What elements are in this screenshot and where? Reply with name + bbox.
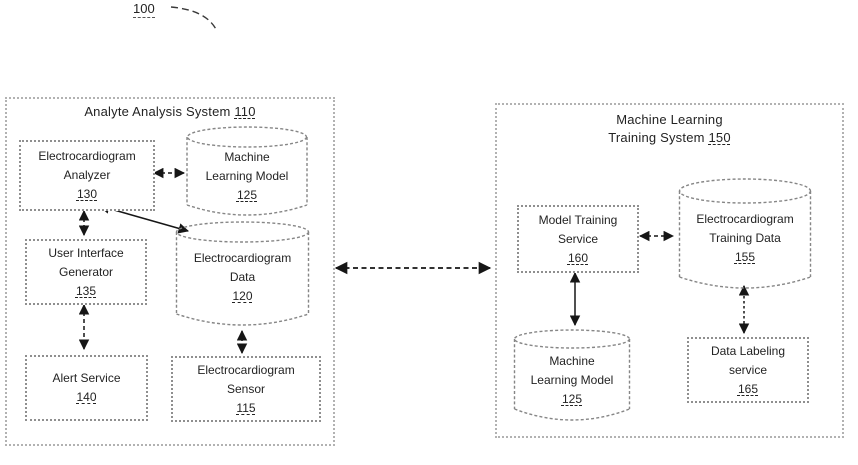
node-number: 120	[232, 289, 253, 303]
node-number: 160	[567, 250, 589, 265]
node-data-labeling-service: Data Labeling service 165	[687, 337, 809, 403]
training-system-title: Machine Learning Training System 150	[497, 111, 842, 147]
node-number: 155	[734, 250, 756, 264]
node-label-line: Analyzer	[63, 168, 111, 182]
figure-ref-label: 100	[133, 1, 155, 18]
node-label-line: Machine	[224, 150, 270, 164]
cylinder-icon	[186, 126, 308, 216]
node-number: 135	[75, 283, 97, 298]
node-label-line: User Interface	[48, 245, 124, 260]
node-label-line: Electrocardiogram	[38, 149, 136, 163]
node-machine-learning-model-right: Machine Learning Model 125	[513, 329, 631, 421]
analyte-system-title: Analyte Analysis System 110	[7, 103, 333, 121]
node-label-line: Electrocardiogram	[197, 362, 295, 377]
analyte-analysis-system-container: Analyte Analysis System 110	[5, 97, 335, 446]
cylinder-icon	[678, 178, 812, 289]
node-label-line: Electrocardiogram	[193, 251, 292, 265]
node-number: 130	[76, 187, 98, 201]
node-label-line: Learning Model	[205, 169, 289, 183]
node-label-line: service	[728, 362, 767, 377]
node-number: 140	[76, 390, 97, 404]
node-electrocardiogram-analyzer: Electrocardiogram Analyzer 130	[19, 140, 155, 211]
node-user-interface-generator: User Interface Generator 135	[25, 239, 147, 305]
node-label-line: Alert Service	[52, 371, 121, 385]
cylinder-icon	[513, 329, 631, 421]
node-machine-learning-model-left: Machine Learning Model 125	[186, 126, 308, 216]
node-number: 125	[561, 392, 583, 406]
node-label-line: Sensor	[226, 381, 266, 396]
node-number: 165	[737, 381, 759, 396]
training-system-number: 150	[708, 130, 731, 145]
node-number: 125	[236, 188, 258, 202]
node-number: 115	[236, 400, 256, 415]
cylinder-icon	[175, 221, 310, 326]
cylinder-text: Machine Learning Model 125	[186, 148, 308, 205]
node-alert-service: Alert Service 140	[25, 355, 148, 421]
cylinder-text: Electrocardiogram Data 120	[175, 249, 310, 306]
node-model-training-service: Model Training Service 160	[517, 205, 639, 273]
node-electrocardiogram-data: Electrocardiogram Data 120	[175, 221, 310, 326]
cylinder-text: Machine Learning Model 125	[513, 352, 631, 409]
node-electrocardiogram-training-data: Electrocardiogram Training Data 155	[678, 178, 812, 291]
training-system-title-line2: Training System	[608, 130, 705, 145]
cylinder-text: Electrocardiogram Training Data 155	[678, 210, 812, 267]
node-label-line: Generator	[58, 264, 114, 279]
node-electrocardiogram-sensor: Electrocardiogram Sensor 115	[171, 356, 321, 422]
training-system-title-line1: Machine Learning	[616, 112, 723, 127]
node-label-line: Data Labeling	[710, 343, 786, 358]
node-label-line: Service	[557, 231, 598, 246]
machine-learning-training-system-container: Machine Learning Training System 150	[495, 103, 844, 438]
node-label-line: Training Data	[709, 231, 781, 245]
node-label-line: Data	[229, 270, 256, 284]
analyte-system-number: 110	[234, 104, 256, 119]
analyte-system-title-text: Analyte Analysis System	[84, 104, 231, 119]
node-label-line: Model Training	[538, 212, 618, 227]
node-label-line: Electrocardiogram	[696, 212, 794, 226]
node-label-line: Machine	[549, 354, 595, 368]
figure-ref-leader-line	[170, 6, 218, 32]
node-label-line: Learning Model	[530, 373, 614, 387]
